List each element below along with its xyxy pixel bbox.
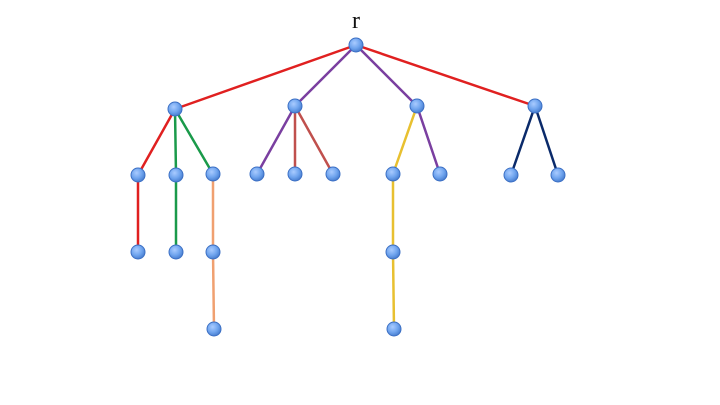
node-b: [287, 98, 303, 114]
edge-d-d2: [533, 104, 560, 177]
edge-r-a: [173, 43, 358, 111]
node-r: [348, 37, 364, 53]
node-a: [167, 101, 183, 117]
edges-layer: [136, 43, 560, 331]
edge-c-c2: [415, 104, 442, 176]
root-label: r: [352, 8, 360, 34]
node-c1x: [385, 244, 401, 260]
node-a1x: [130, 244, 146, 260]
node-b2: [287, 166, 303, 182]
edge-b-b3: [293, 104, 335, 176]
edge-b-b1: [255, 104, 297, 176]
nodes-layer: [130, 37, 566, 337]
node-a2x: [168, 244, 184, 260]
edge-r-b: [293, 43, 358, 108]
edge-r-c: [354, 43, 419, 108]
node-b3: [325, 166, 341, 182]
edge-a3x-a3xx: [211, 250, 216, 331]
node-a3xx: [206, 321, 222, 337]
edge-c-c1: [391, 104, 419, 176]
node-c2: [432, 166, 448, 182]
edge-d-d1: [509, 104, 537, 177]
node-c1: [385, 166, 401, 182]
node-a2: [168, 167, 184, 183]
edge-a-a1: [136, 107, 177, 177]
edge-a-a3: [173, 107, 215, 176]
node-c1xx: [386, 321, 402, 337]
node-d2: [550, 167, 566, 183]
node-c: [409, 98, 425, 114]
edge-c1x-c1xx: [391, 250, 396, 331]
node-a3x: [205, 244, 221, 260]
node-a3: [205, 166, 221, 182]
node-d1: [503, 167, 519, 183]
edge-a-a2: [173, 107, 178, 177]
edge-r-d: [354, 43, 537, 108]
node-b1: [249, 166, 265, 182]
node-a1: [130, 167, 146, 183]
node-d: [527, 98, 543, 114]
